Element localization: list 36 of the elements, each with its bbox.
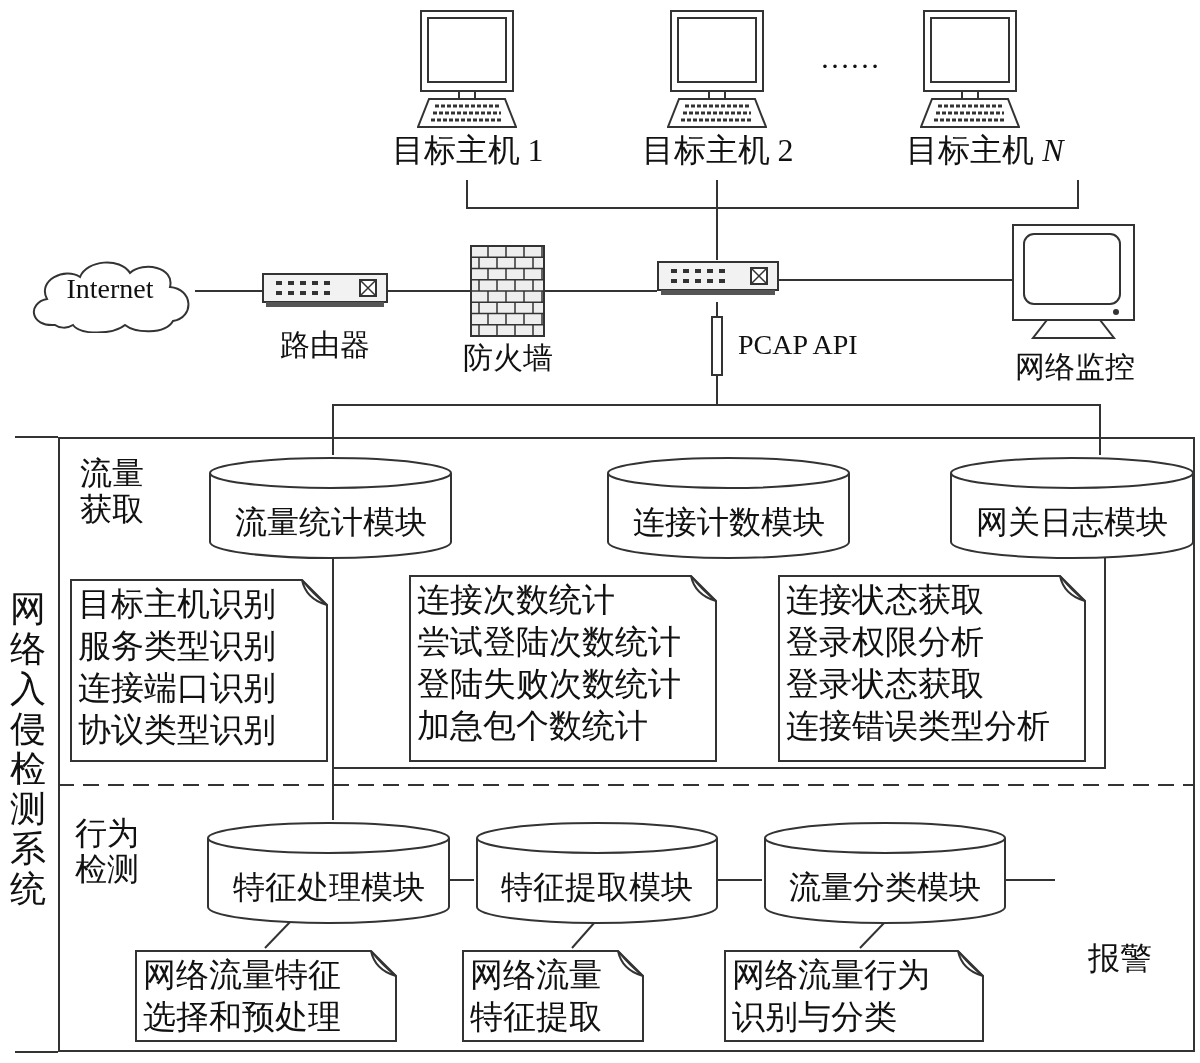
- note-box: 网络流量特征提取: [462, 950, 644, 1042]
- module-cylinder: 网关日志模块: [950, 457, 1194, 559]
- note-box: 网络流量特征选择和预处理: [135, 950, 397, 1042]
- connector-line: [778, 279, 1013, 281]
- connector-line: [332, 556, 1106, 821]
- leader-line: [859, 921, 886, 949]
- section-label: 流量获取: [80, 455, 145, 527]
- note-box: 连接次数统计 尝试登陆次数统计 登陆失败次数统计 加急包个数统计: [409, 575, 717, 762]
- device-label: 路由器: [279, 328, 371, 361]
- dots: ……: [820, 40, 880, 76]
- system-label: 网络入侵检测系统: [9, 589, 47, 909]
- connector-line: [387, 290, 471, 292]
- module-cylinder: 流量分类模块: [764, 822, 1006, 924]
- module-cylinder: 连接计数模块: [607, 457, 850, 559]
- module-cylinder: 流量统计模块: [209, 457, 452, 559]
- connector-line: [1003, 879, 1056, 881]
- device-label: 防火墙: [461, 341, 554, 374]
- connector-line: [715, 879, 763, 881]
- host-label: 目标主机 1: [390, 133, 545, 169]
- connector-line: [544, 290, 658, 292]
- leader-line: [264, 921, 291, 949]
- note-box: 连接状态获取 登录权限分析 登录状态获取 连接错误类型分析: [778, 575, 1086, 762]
- alarm-label: 报警: [1088, 940, 1153, 976]
- connector-line: [194, 290, 263, 292]
- host-label: 目标主机 2: [640, 133, 795, 169]
- host-label: 目标主机 N: [905, 133, 1066, 169]
- module-cylinder: 特征提取模块: [476, 822, 718, 924]
- device-label: 网络监控: [1014, 350, 1136, 383]
- module-cylinder: 特征处理模块: [207, 822, 450, 924]
- interface-label: PCAP API: [738, 330, 859, 361]
- connector-line: [716, 301, 718, 317]
- note-box: 目标主机识别 服务类型识别 连接端口识别 协议类型识别: [70, 579, 328, 762]
- leader-line: [571, 921, 596, 949]
- connector-line: [447, 879, 475, 881]
- note-box: 网络流量行为识别与分类: [724, 950, 984, 1042]
- section-label: 行为检测: [75, 815, 140, 887]
